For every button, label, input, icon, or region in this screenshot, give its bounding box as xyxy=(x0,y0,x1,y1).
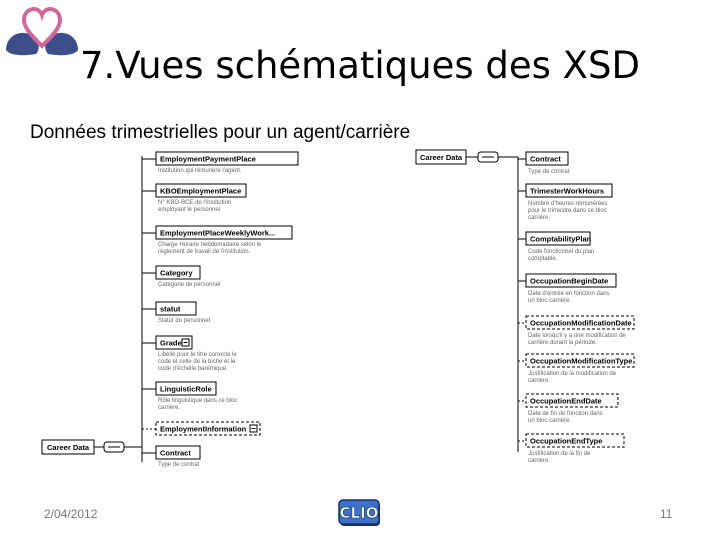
slide-subtitle: Données trimestrielles pour un agent/car… xyxy=(30,122,411,143)
element-name: Category xyxy=(160,269,193,278)
element-description: Date lorsqu'il y a une modification de xyxy=(528,333,627,339)
root-node-label: Career Data xyxy=(47,443,90,452)
element-description: code et celle de la biche et le xyxy=(158,359,236,365)
element-description: carrière. xyxy=(528,378,550,384)
element-name: ComptabilityPlan xyxy=(530,235,592,244)
element-description: Catégorie de personnel xyxy=(158,282,220,288)
element-description: Libellé pour le titre correcte le xyxy=(158,352,237,358)
slide-title: 7.Vues schématiques des XSD xyxy=(79,44,641,87)
element-name: OccupationEndType xyxy=(530,437,602,446)
element-description: carrière. xyxy=(158,405,180,411)
element-description: un bloc carrière. xyxy=(528,298,571,304)
logo-heart-shape xyxy=(21,6,63,49)
element-name: Contract xyxy=(530,155,561,164)
element-name: TrimesterWorkHours xyxy=(530,187,604,196)
element-name: Contract xyxy=(160,449,191,458)
root-node-career-data: Career Data xyxy=(41,156,143,462)
clio-logo-plate xyxy=(338,499,380,525)
element-name: OccupationModificationDate xyxy=(530,319,632,328)
element-description: Rôle linguistique dans ce bloc xyxy=(158,398,237,404)
element-description: carrière. xyxy=(528,215,550,221)
element-description: Date de fin de fonction dans xyxy=(528,411,603,417)
root-node-label: Career Data xyxy=(420,153,463,162)
element-name: KBOEmploymentPlace xyxy=(160,187,241,196)
clio-logo-text: CLIO xyxy=(340,504,379,522)
clio-logo-icon: CLIO xyxy=(338,499,380,526)
schema-element-left: KBOEmploymentPlace N° KBO-BCE de l'instit… xyxy=(142,183,247,213)
element-description: employant le personnel xyxy=(158,207,220,213)
element-description: comptable. xyxy=(528,256,558,262)
element-description: Justification de la modification de xyxy=(528,371,617,377)
element-description: code d'échelle barémique. xyxy=(158,366,228,372)
element-name: EmploymentPaymentPlace xyxy=(160,155,256,164)
element-name: Grade xyxy=(160,339,182,348)
element-description: Charge Horaire hebdomadaire selon le xyxy=(158,242,262,248)
element-description: règlement de travail de l'institution. xyxy=(158,249,251,255)
footer-date: 2/04/2012 xyxy=(44,507,98,521)
element-description: N° KBO-BCE de l'institution xyxy=(158,200,231,206)
element-description: Justification de la fin de xyxy=(528,451,591,457)
element-name: EmploymentInformation xyxy=(160,425,247,434)
root-node-career-data-right: Career Data xyxy=(415,149,519,452)
element-description: Code fonctionnel du plan xyxy=(528,249,594,255)
element-description: un bloc carrière. xyxy=(528,418,571,424)
element-description: Type de contrat xyxy=(528,169,570,175)
element-name: LinguisticRole xyxy=(160,385,212,394)
element-description: carrière. xyxy=(528,458,550,464)
element-description: carrière durant la période. xyxy=(528,340,597,346)
element-name: OccupationModificationType xyxy=(530,357,632,366)
schema-element-left: EmploymentPlaceWeeklyWork... Charge Horai… xyxy=(142,225,293,255)
element-name: OccupationBeginDate xyxy=(530,277,608,286)
element-description: Type de contrat xyxy=(158,462,200,468)
logo-wing-right xyxy=(45,32,78,56)
schema-element-right: OccupationModificationTypeJustification … xyxy=(518,353,635,384)
element-name: EmploymentPlaceWeeklyWork... xyxy=(160,229,275,238)
page-number: 11 xyxy=(660,507,673,521)
element-description: Statut du personnel xyxy=(158,318,210,324)
logo-wing-left xyxy=(6,32,39,56)
schema-element-left: EmploymentInformation xyxy=(142,421,261,436)
xsd-diagram-left: Career Data EmploymentPaymentPlaceInstit… xyxy=(41,151,299,468)
element-description: Institution qui rémunère l'agent. xyxy=(158,168,242,174)
element-description: Nombre d'heures rémunérées xyxy=(528,201,608,207)
element-description: pour le trimestre dans ce bloc xyxy=(528,208,607,214)
element-name: statut xyxy=(160,305,181,314)
element-description: Date d'entrée en fonction dans xyxy=(528,291,610,297)
element-name: OccupationEndDate xyxy=(530,397,602,406)
heart-logo-icon xyxy=(6,6,78,56)
